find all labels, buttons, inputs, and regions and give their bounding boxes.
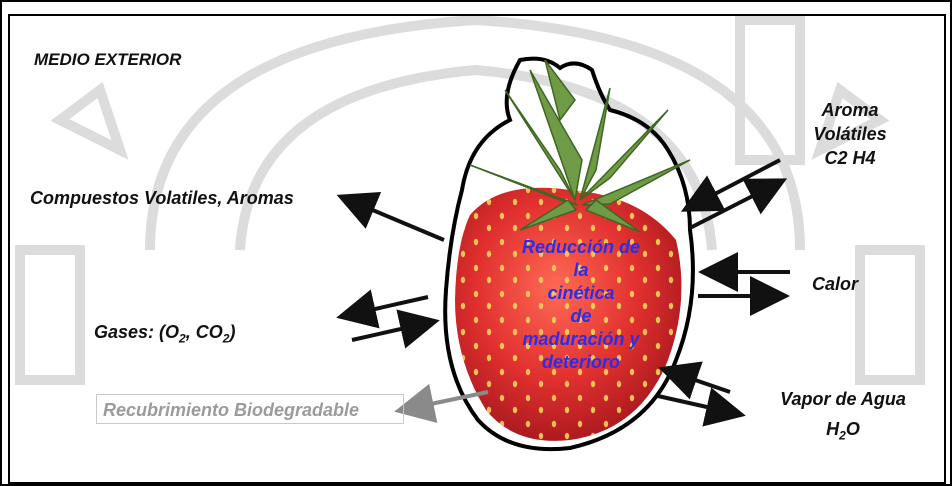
environment-label: MEDIO EXTERIOR — [34, 50, 181, 70]
center-text: Reducción de la cinética de maduración y… — [496, 236, 666, 374]
aroma-label: Aroma Volátiles C2 H4 — [790, 98, 910, 170]
arrow-volatiles-out — [344, 198, 444, 240]
arrow-gas-out — [344, 297, 428, 316]
arrow-gas-in — [352, 322, 432, 340]
arrow-aroma-in — [688, 160, 780, 208]
arrow-aroma-out — [690, 182, 780, 228]
arrow-vapor-in — [666, 370, 730, 392]
vapor-label: Vapor de Agua H2O — [768, 384, 918, 451]
arrow-vapor-out — [658, 396, 738, 414]
gases-label: Gases: (O2, CO2) — [94, 322, 235, 346]
volatiles-label: Compuestos Volatiles, Aromas — [30, 188, 294, 209]
heat-label: Calor — [812, 274, 858, 295]
coating-label: Recubrimiento Biodegradable — [96, 394, 404, 424]
arrow-coating — [402, 392, 488, 410]
